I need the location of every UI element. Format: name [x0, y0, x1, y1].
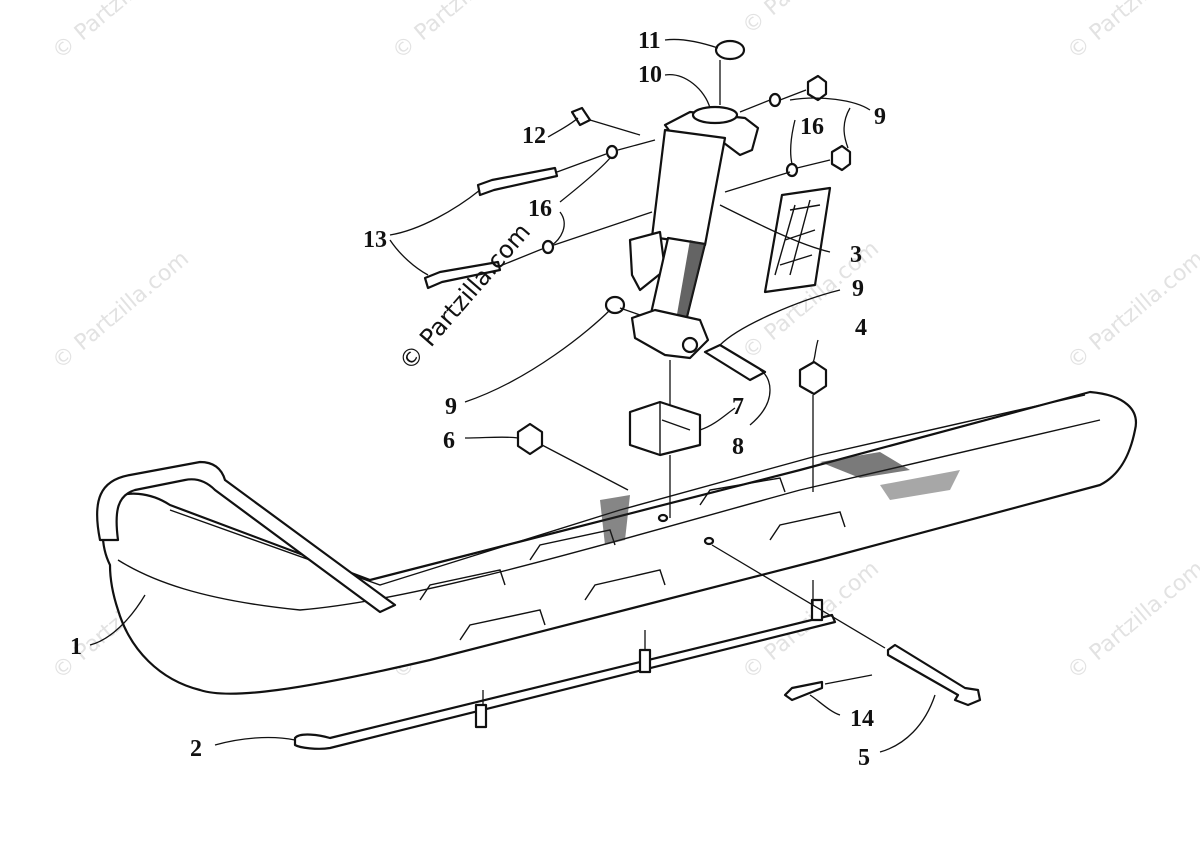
slot	[699, 477, 786, 506]
watermark-faint: © Partzilla.com	[1063, 556, 1200, 684]
callout-16a: 16	[800, 114, 824, 140]
ski-handle-loop	[96, 460, 397, 614]
yoke-hole	[681, 336, 699, 354]
callout-16b: 16	[528, 196, 552, 222]
wear-bar	[293, 598, 837, 750]
watermark-faint: © Partzilla.com	[388, 0, 534, 65]
callout-7: 7	[732, 394, 744, 420]
bolt-hole	[657, 513, 669, 523]
spindle-top-cap	[691, 105, 739, 125]
lock-washer	[768, 92, 782, 108]
cap-plug	[714, 39, 746, 61]
callout-8: 8	[732, 434, 744, 460]
callout-11: 10	[638, 62, 662, 88]
slot	[419, 569, 506, 601]
spindle-yoke	[630, 308, 710, 360]
watermark-main: © Partzilla.com	[393, 218, 536, 376]
hex-nut	[830, 144, 852, 172]
callout-6: 6	[443, 428, 455, 454]
callout-leaders	[89, 38, 936, 753]
bushing	[604, 295, 626, 315]
decal-art	[774, 199, 821, 276]
assembly-lines	[482, 60, 886, 706]
lock-washer	[605, 144, 619, 160]
wear-bar-rod	[293, 613, 837, 750]
bolt-hole	[703, 536, 715, 546]
callout-14: 13	[363, 227, 387, 253]
spindle-assembly	[628, 105, 760, 360]
ski-shade	[880, 470, 960, 500]
ski-shade	[600, 495, 630, 545]
watermark-faint: © Partzilla.com	[1063, 246, 1200, 374]
spindle-upper-tube	[650, 128, 727, 247]
callout-12: 11	[638, 28, 661, 54]
grease-fitting	[570, 106, 592, 127]
ski-slots	[419, 477, 846, 641]
bolt-upper	[476, 166, 559, 197]
small-parts	[423, 39, 982, 707]
callout-9a: 9	[852, 276, 864, 302]
callout-3: 3	[850, 242, 862, 268]
callout-4: 4	[855, 315, 867, 341]
lock-washer	[785, 162, 799, 178]
watermark-faint: © Partzilla.com	[48, 246, 194, 374]
ski-bolt	[886, 643, 982, 707]
cotter-pin	[783, 680, 824, 702]
bushing-tube	[703, 343, 767, 382]
ski-body	[101, 390, 1138, 695]
slot	[584, 569, 666, 601]
ski-assembly	[96, 390, 1138, 695]
decal	[763, 186, 832, 294]
watermark-faint: © Partzilla.com	[1063, 0, 1200, 65]
bracket-detail	[659, 402, 691, 455]
callout-13: 12	[522, 123, 546, 149]
wear-bar-stud	[474, 703, 488, 729]
watermark-faint: © Partzilla.com	[48, 0, 194, 65]
spindle-bracket	[628, 400, 702, 457]
slot	[459, 609, 546, 641]
bolt-lower	[423, 260, 502, 290]
callout-9b: 9	[445, 394, 457, 420]
ski-shade	[820, 452, 910, 478]
watermark-faint: © Partzilla.com	[738, 0, 884, 40]
decal-plate	[763, 186, 832, 294]
slot	[769, 511, 846, 541]
lock-washer	[541, 239, 555, 255]
hex-nut	[806, 74, 828, 102]
spindle-shade	[676, 240, 705, 322]
callout-2: 2	[190, 736, 202, 762]
spindle-side-plate	[628, 230, 667, 292]
callout-5: 5	[858, 745, 870, 771]
wear-bar-stud	[638, 648, 652, 674]
hex-nut-6	[516, 422, 544, 456]
callout-labels: 11 10 9 16 12 16 13 3 9 4 9 7 6 8 1 14 2…	[70, 28, 886, 771]
callout-10: 9	[874, 104, 886, 130]
hex-nut-4	[798, 360, 828, 396]
callout-1: 1	[70, 634, 82, 660]
callout-15: 14	[850, 706, 874, 732]
